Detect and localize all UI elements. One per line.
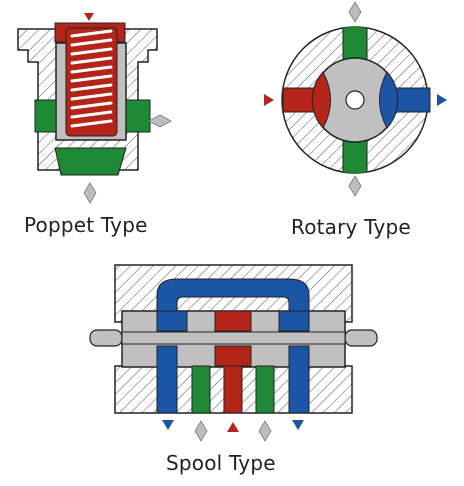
spool-return-right-port (288, 345, 310, 414)
spool-return-right-arrow (292, 420, 304, 430)
poppet-plunger (65, 27, 118, 137)
rotary-top-port-marker (348, 1, 362, 23)
poppet-side-port-marker (148, 114, 172, 128)
spool-right-rod (344, 329, 378, 347)
poppet-outlet (54, 147, 127, 176)
spool-valve (89, 264, 378, 442)
poppet-inlet-arrow (84, 13, 94, 21)
poppet-valve (17, 13, 172, 204)
spool-land-left (156, 310, 188, 332)
spool-work-right-port (255, 365, 275, 414)
rotary-pressure-arrow (264, 94, 274, 106)
rotary-valve (264, 1, 447, 197)
poppet-spring (70, 29, 113, 128)
rotary-shaft (345, 90, 365, 110)
spool-return-left-port (156, 345, 178, 414)
spool-work-left-marker (194, 420, 208, 442)
spool-left-rod (89, 329, 123, 347)
spool-pressure-top (214, 310, 252, 332)
poppet-left-port (34, 99, 57, 133)
spool-pressure-arrow (227, 422, 239, 432)
spool-pressure-port (223, 365, 243, 414)
rotary-type-caption: Rotary Type (291, 215, 411, 239)
poppet-bottom-port-marker (83, 182, 97, 204)
spool-work-left-port (191, 365, 211, 414)
poppet-type-caption: Poppet Type (24, 213, 148, 237)
rotary-blue-cavity (379, 71, 399, 129)
spool-pressure-center (214, 345, 252, 367)
rotary-return-arrow (437, 94, 447, 106)
spool-work-right-marker (258, 420, 272, 442)
spool-land-right (278, 310, 310, 332)
spool-type-caption: Spool Type (166, 451, 276, 475)
rotary-red-cavity (311, 71, 331, 129)
rotary-bottom-port-marker (348, 175, 362, 197)
poppet-right-port (125, 99, 151, 133)
spool-rod (121, 331, 346, 345)
spool-return-left-arrow (162, 420, 174, 430)
